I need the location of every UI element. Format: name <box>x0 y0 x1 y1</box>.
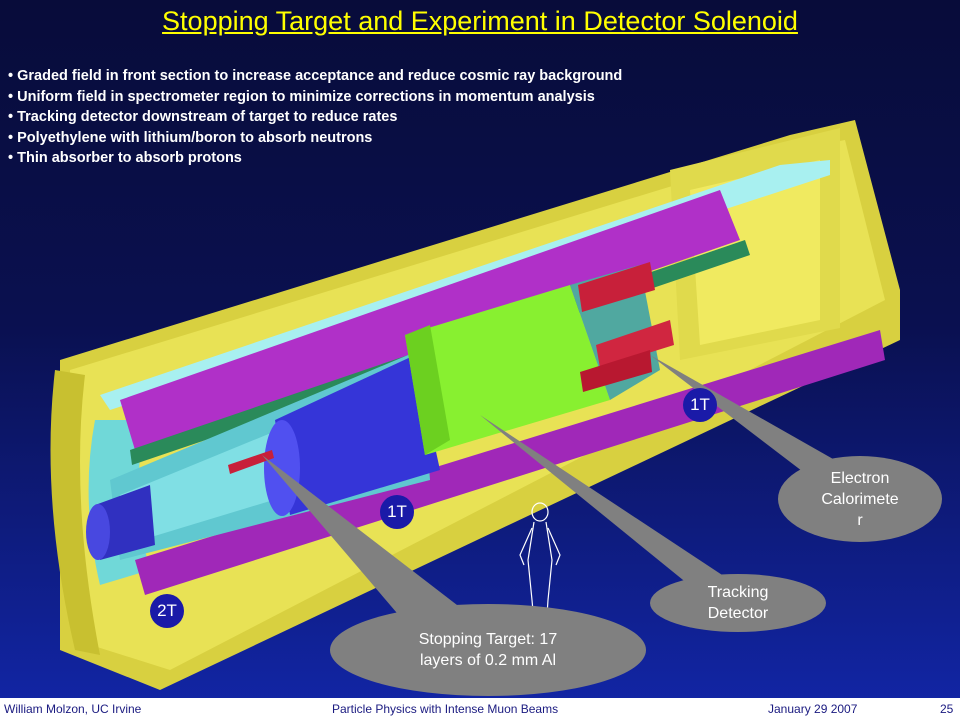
field-label-2t: 2T <box>150 594 184 628</box>
callout-text: Electron <box>830 469 890 487</box>
callout-text: Calorimete <box>821 490 899 508</box>
footer-talk: Particle Physics with Intense Muon Beams <box>332 702 559 716</box>
bullet-item: Thin absorber to absorb protons <box>8 148 622 169</box>
bullet-list: Graded field in front section to increas… <box>8 66 622 169</box>
callout-electron-calorimeter: Electron Calorimete r <box>778 456 942 542</box>
bullet-item: Graded field in front section to increas… <box>8 66 622 87</box>
detector-solenoid-illustration <box>50 120 900 690</box>
callout-text: Detector <box>707 605 769 622</box>
bullet-item: Tracking detector downstream of target t… <box>8 107 622 128</box>
callout-text: Tracking <box>707 584 769 601</box>
bullet-item: Uniform field in spectrometer region to … <box>8 87 622 108</box>
target-slab <box>228 450 274 474</box>
footer-date: January 29 2007 <box>768 702 858 716</box>
footer-author: William Molzon, UC Irvine <box>4 702 142 716</box>
target-cylinder <box>264 355 440 516</box>
field-label-1t-downstream: 1T <box>683 388 717 422</box>
front-cylinder <box>86 485 155 560</box>
callout-stopping-target: Stopping Target: 17 layers of 0.2 mm Al <box>330 604 646 696</box>
slide-title: Stopping Target and Experiment in Detect… <box>162 6 798 36</box>
callout-text: layers of 0.2 mm Al <box>419 652 557 669</box>
footer-bar: William Molzon, UC Irvine Particle Physi… <box>0 698 960 720</box>
calorimeter-model <box>578 262 674 392</box>
callout-text: Stopping Target: 17 <box>418 631 558 648</box>
footer-page-number: 25 <box>940 702 954 716</box>
callout-tracking-detector: Tracking Detector <box>650 574 826 632</box>
callout-text: r <box>857 511 863 529</box>
field-label-1t-target: 1T <box>380 495 414 529</box>
bullet-item: Polyethylene with lithium/boron to absor… <box>8 128 622 149</box>
